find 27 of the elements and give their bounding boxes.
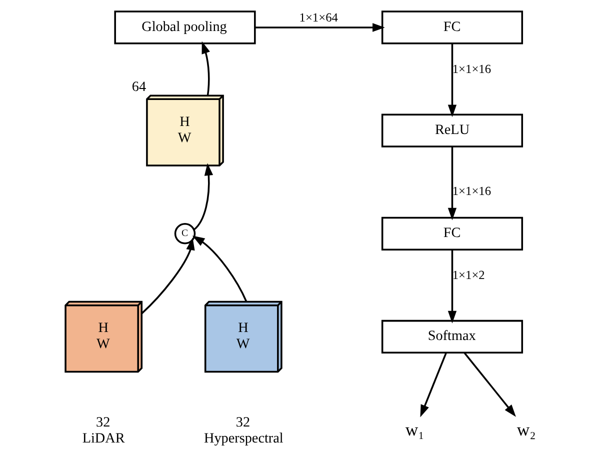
node-label: 32 — [96, 414, 110, 430]
arrow — [202, 41, 210, 96]
node-box: ReLU — [381, 114, 524, 148]
arrow — [193, 163, 214, 230]
node-label: 64 — [132, 79, 146, 96]
arrow — [420, 352, 447, 418]
node-label: Hyperspectral — [204, 430, 284, 446]
node-box: Softmax — [381, 320, 524, 354]
node-box: FC — [381, 10, 524, 44]
edge-label: 1×1×16 — [452, 62, 492, 76]
arrow — [192, 236, 248, 302]
node-box: FC — [381, 216, 524, 250]
node-box: Global pooling — [114, 10, 256, 44]
node-label: LiDAR — [82, 430, 125, 446]
edge-label: 1×1×64 — [299, 10, 338, 24]
arrow — [255, 23, 385, 32]
node-text: w₂ — [516, 419, 536, 440]
arrow — [448, 146, 457, 220]
arrow — [448, 44, 457, 118]
edge-label: 1×1×16 — [452, 184, 492, 198]
node-text: w₁ — [405, 419, 424, 440]
node-label: 32 — [236, 414, 250, 430]
arrow — [464, 352, 516, 417]
arrow — [448, 250, 457, 324]
arrow — [141, 238, 195, 314]
edge-label: 1×1×2 — [452, 268, 485, 282]
node-circle: C — [174, 223, 196, 244]
